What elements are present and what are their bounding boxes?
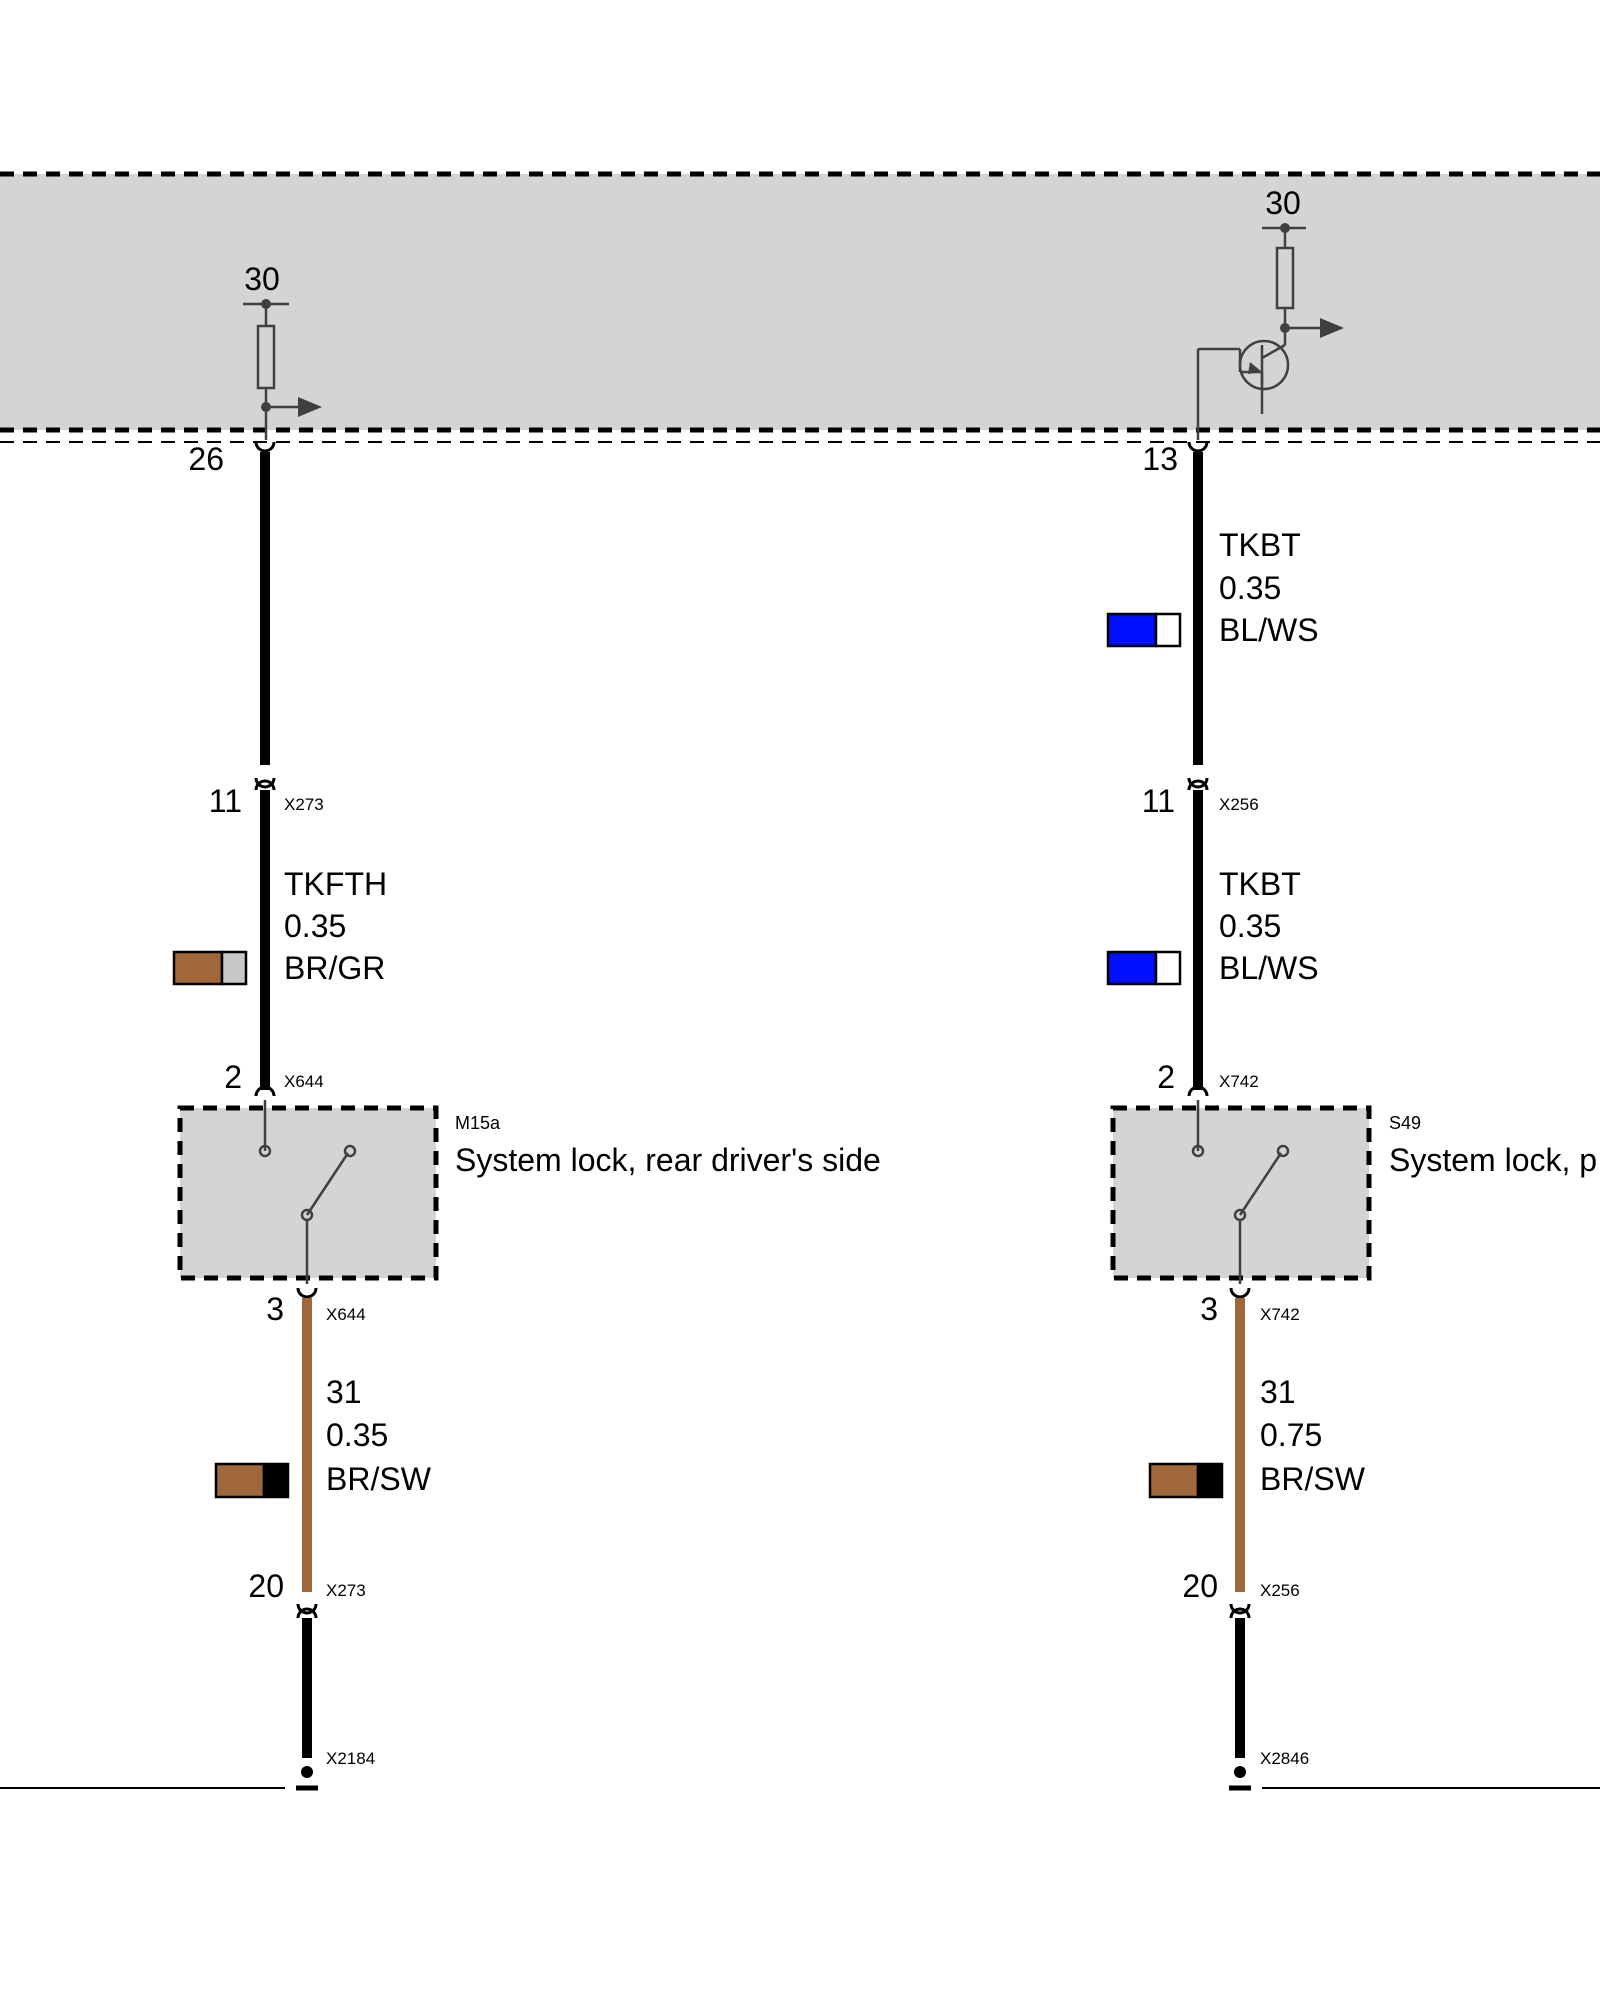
left-wire1-swatch	[172, 950, 248, 986]
pin-socket-icon	[1187, 777, 1209, 789]
left-wire2-size: 0.35	[326, 1417, 388, 1453]
right-wire2-swatch	[1148, 1462, 1224, 1499]
left-wire1-name: TKFTH	[284, 866, 387, 902]
right-wire0-swatch	[1106, 612, 1182, 648]
right-component-top-pin: 2	[1157, 1059, 1175, 1095]
pin-socket-icon	[1229, 1287, 1251, 1299]
right-signal-arrow-icon	[1320, 318, 1344, 338]
pin-plug-icon	[296, 1607, 318, 1619]
right-component-top-id: X742	[1219, 1072, 1259, 1091]
pin-socket-icon	[254, 441, 276, 453]
left-component-code: M15a	[455, 1113, 501, 1133]
right-wire1-size: 0.35	[1219, 908, 1281, 944]
right-module-pin: 13	[1142, 441, 1178, 477]
left-connector1-id: X273	[284, 795, 324, 814]
right-connector2-id: X256	[1260, 1581, 1300, 1600]
left-connector1-pin: 11	[209, 783, 242, 819]
pin-socket-icon	[254, 777, 276, 789]
right-wire2-color: BR/SW	[1260, 1461, 1366, 1497]
right-supply-label: 30	[1265, 185, 1301, 221]
left-wire2-swatch	[214, 1462, 290, 1499]
left-ground-id: X2184	[326, 1749, 375, 1768]
left-wire1-color: BR/GR	[284, 950, 385, 986]
right-connector1-id: X256	[1219, 795, 1259, 814]
pin-plug-icon	[1187, 779, 1209, 791]
pin-socket-icon	[296, 1603, 318, 1615]
switch-icon	[1238, 1152, 1283, 1216]
left-component-bottom-pin: 3	[266, 1291, 284, 1327]
left-pullup-circuit: 30	[243, 261, 322, 440]
left-wire2-color: BR/SW	[326, 1461, 432, 1497]
right-wire1-color: BL/WS	[1219, 950, 1319, 986]
left-connector2-id: X273	[326, 1581, 366, 1600]
left-component-name: System lock, rear driver's side	[455, 1142, 881, 1178]
switch-icon	[305, 1152, 350, 1216]
right-component-name: System lock, p	[1389, 1142, 1597, 1178]
right-ground-id: X2846	[1260, 1749, 1309, 1768]
pin-plug-icon	[254, 1085, 276, 1097]
pin-plug-icon	[254, 779, 276, 791]
left-branch: 26 11 X273 TKFTH 0.35 BR/GR 2 X644 M15a …	[0, 441, 881, 1791]
right-transistor-circuit: 30	[1196, 185, 1344, 440]
control-module	[0, 171, 1600, 443]
left-component-top-id: X644	[284, 1072, 324, 1091]
left-supply-label: 30	[244, 261, 280, 297]
pin-plug-icon	[1187, 1085, 1209, 1097]
right-wire0-size: 0.35	[1219, 570, 1281, 606]
left-component-top-pin: 2	[224, 1059, 242, 1095]
right-wire0-name: TKBT	[1219, 527, 1301, 563]
right-component-bottom-id: X742	[1260, 1305, 1300, 1324]
left-signal-arrow-icon	[298, 397, 322, 417]
ground-node-icon	[1234, 1766, 1246, 1778]
pin-socket-icon	[1229, 1603, 1251, 1615]
right-wire2-size: 0.75	[1260, 1417, 1322, 1453]
right-connector2-pin: 20	[1182, 1568, 1218, 1604]
right-wire0-color: BL/WS	[1219, 612, 1319, 648]
right-branch: 13 TKBT 0.35 BL/WS 11 X256 TKBT 0.35 BL/…	[1106, 441, 1600, 1791]
right-wire1-name: TKBT	[1219, 866, 1301, 902]
ground-node-icon	[301, 1766, 313, 1778]
right-wire2-name: 31	[1260, 1374, 1296, 1410]
pin-socket-icon	[296, 1287, 318, 1299]
right-component-bottom-pin: 3	[1200, 1291, 1218, 1327]
right-connector1-pin: 11	[1142, 783, 1175, 819]
left-connector2-pin: 20	[248, 1568, 284, 1604]
module-body	[0, 174, 1600, 430]
left-component-bottom-id: X644	[326, 1305, 366, 1324]
right-component-code: S49	[1389, 1113, 1421, 1133]
pin-plug-icon	[1229, 1607, 1251, 1619]
pin-socket-icon	[1187, 441, 1209, 453]
left-module-pin: 26	[188, 441, 224, 477]
left-wire2-name: 31	[326, 1374, 362, 1410]
left-wire1-size: 0.35	[284, 908, 346, 944]
right-wire1-swatch	[1106, 950, 1182, 986]
